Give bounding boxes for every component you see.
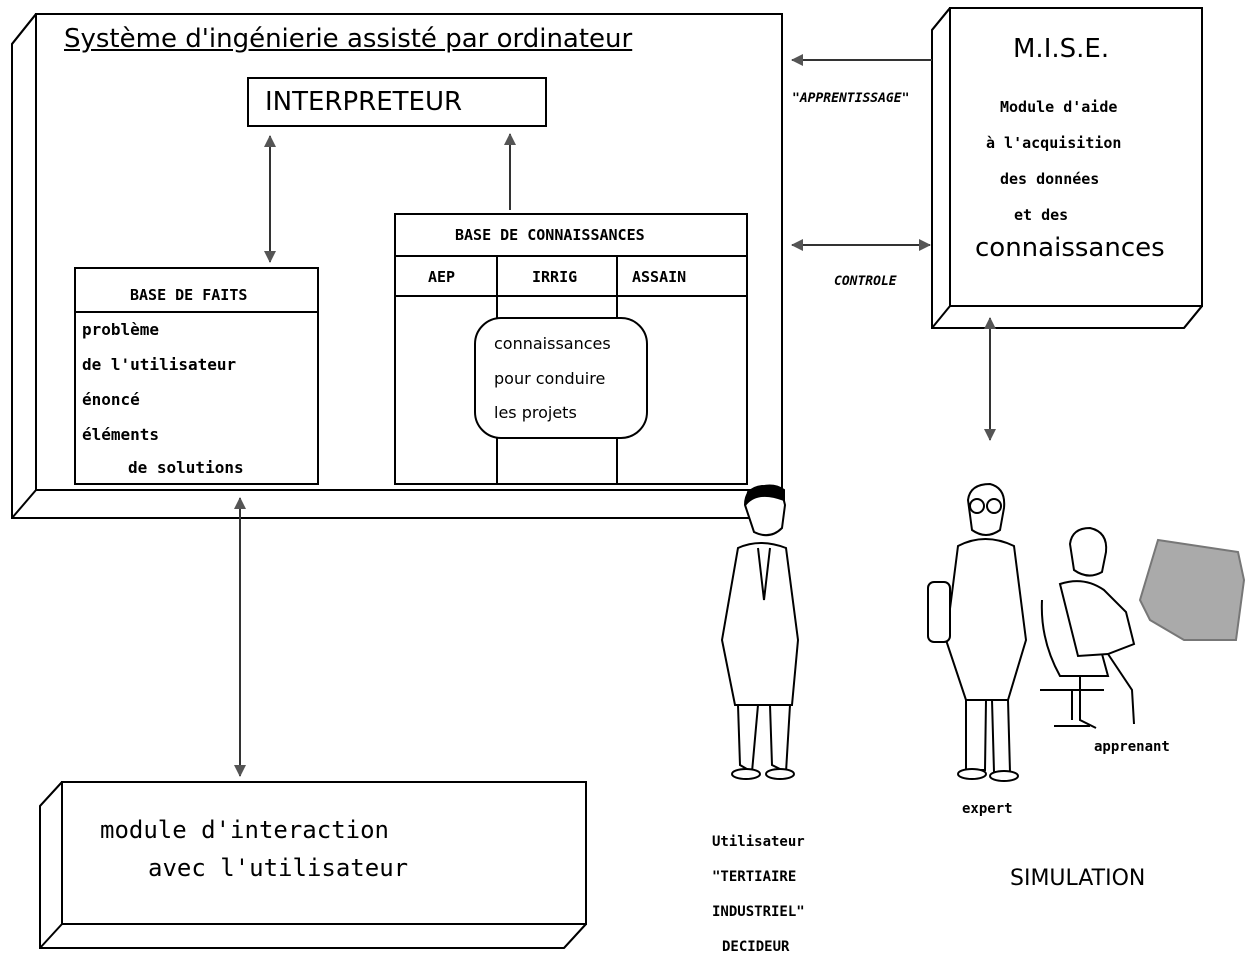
simulation-label: SIMULATION xyxy=(1010,866,1146,891)
interpreteur-label: INTERPRETEUR xyxy=(265,87,463,117)
expert-label: expert xyxy=(962,801,1013,817)
connaissances-bubble xyxy=(474,317,648,439)
base-de-faits-line-5: de solutions xyxy=(128,458,244,477)
base-de-connaissances-title: BASE DE CONNAISSANCES xyxy=(455,226,645,244)
base-de-faits-line-4: éléments xyxy=(82,425,160,444)
interaction-module-box xyxy=(39,781,587,949)
apprenant-figure xyxy=(1040,526,1246,729)
base-de-faits-line-1: problème xyxy=(82,320,160,339)
apprentissage-label: "APPRENTISSAGE" xyxy=(792,91,910,106)
expert-figure xyxy=(927,482,1028,782)
mise-line-3: des données xyxy=(1000,170,1100,188)
interaction-module-line-1: module d'interaction xyxy=(100,816,389,844)
bubble-line-1: connaissances xyxy=(494,334,611,353)
mise-line-4: et des xyxy=(1014,206,1069,224)
main-system-title: Système d'ingénierie assisté par ordinat… xyxy=(64,24,633,54)
apprenant-label: apprenant xyxy=(1094,739,1170,755)
user-label-line-2: "TERTIAIRE xyxy=(712,869,797,885)
base-de-faits-line-2: de l'utilisateur xyxy=(82,355,237,374)
bubble-line-3: les projets xyxy=(494,403,577,422)
mise-title: M.I.S.E. xyxy=(1013,34,1110,64)
mise-last-line: connaissances xyxy=(975,233,1165,263)
mise-line-1: Module d'aide xyxy=(1000,98,1118,116)
column-assain: ASSAIN xyxy=(632,268,687,286)
controle-label: CONTROLE xyxy=(834,274,897,289)
base-de-faits-line-3: énoncé xyxy=(82,390,140,409)
interpreteur-box xyxy=(247,77,547,127)
user-figure xyxy=(720,484,800,780)
mise-line-2: à l'acquisition xyxy=(986,134,1122,152)
interaction-module-line-2: avec l'utilisateur xyxy=(148,854,409,882)
user-label-line-1: Utilisateur xyxy=(712,834,805,850)
bubble-line-2: pour conduire xyxy=(494,369,606,388)
mise-box xyxy=(931,7,1203,329)
user-label-line-3: INDUSTRIEL" xyxy=(712,904,805,920)
base-de-faits-title: BASE DE FAITS xyxy=(130,286,248,304)
base-de-faits-box xyxy=(74,267,319,485)
user-label-line-4: DECIDEUR xyxy=(722,939,790,955)
column-aep: AEP xyxy=(428,268,456,286)
column-irrig: IRRIG xyxy=(532,268,578,286)
